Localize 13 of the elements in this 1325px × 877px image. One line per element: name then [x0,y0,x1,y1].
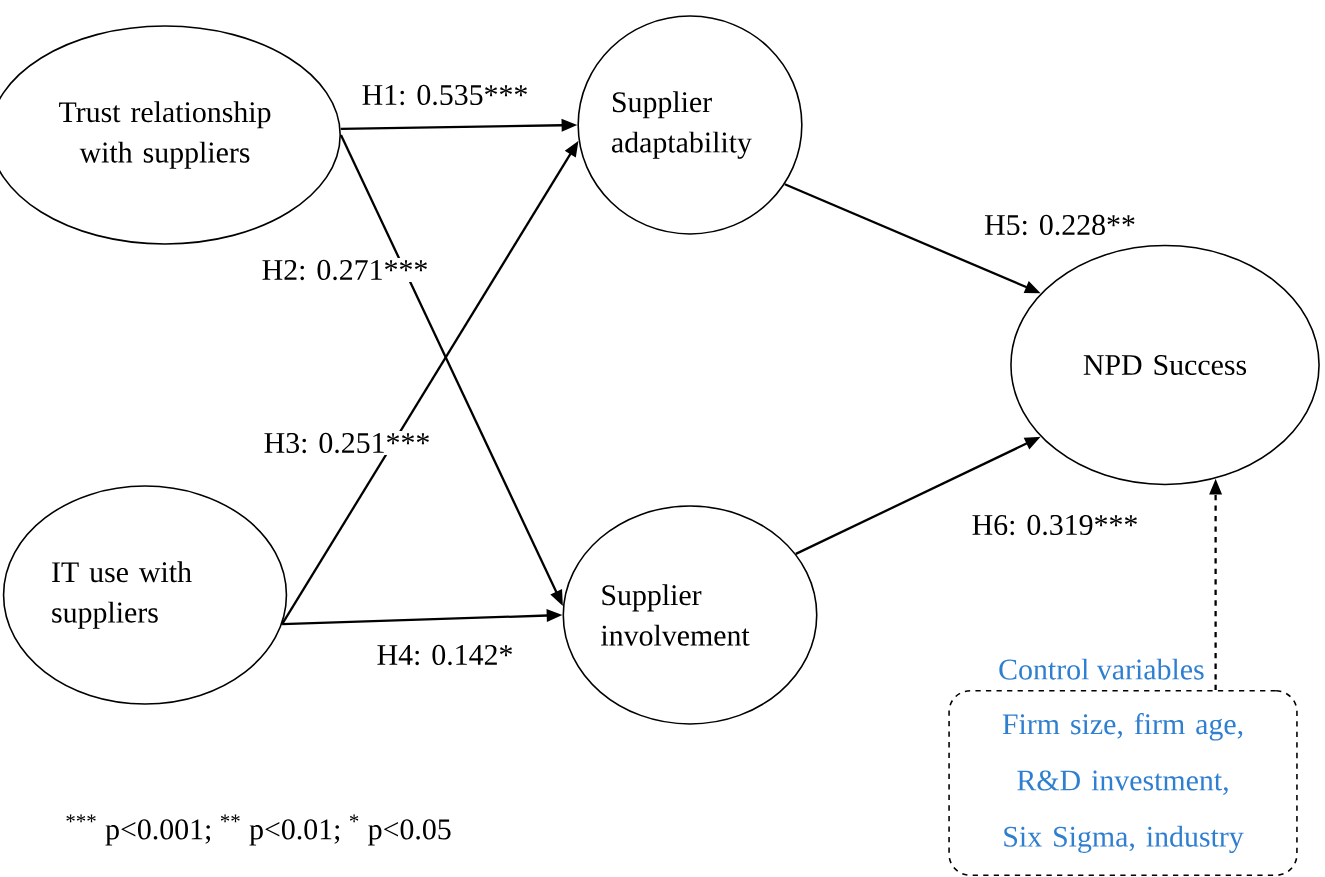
edge-label: H2: 0.271*** [259,258,431,282]
edge-label: H4: 0.142* [374,643,516,667]
footnote: $^{***}$ p<0.001; $^{**}$ p<0.01; $^{*}$ p<0.05 [66,814,451,846]
ellipse-node: IT use with suppliers [2,485,288,705]
ellipse-node: Supplier adaptability [577,15,803,235]
edge-label: H1: 0.535*** [359,83,531,107]
heading: Control variables [999,658,1204,680]
edge-label: H6: 0.319*** [969,513,1141,537]
edge-label: H3: 0.251*** [261,431,433,455]
ellipse-node: NPD Success [1010,244,1320,486]
ellipse-node: Supplier involvement [562,505,818,725]
edge-label: H5: 0.228** [982,213,1138,237]
dashed-box: Firm size, firm age, R&D investment, Six Sigma, industry [948,690,1298,877]
